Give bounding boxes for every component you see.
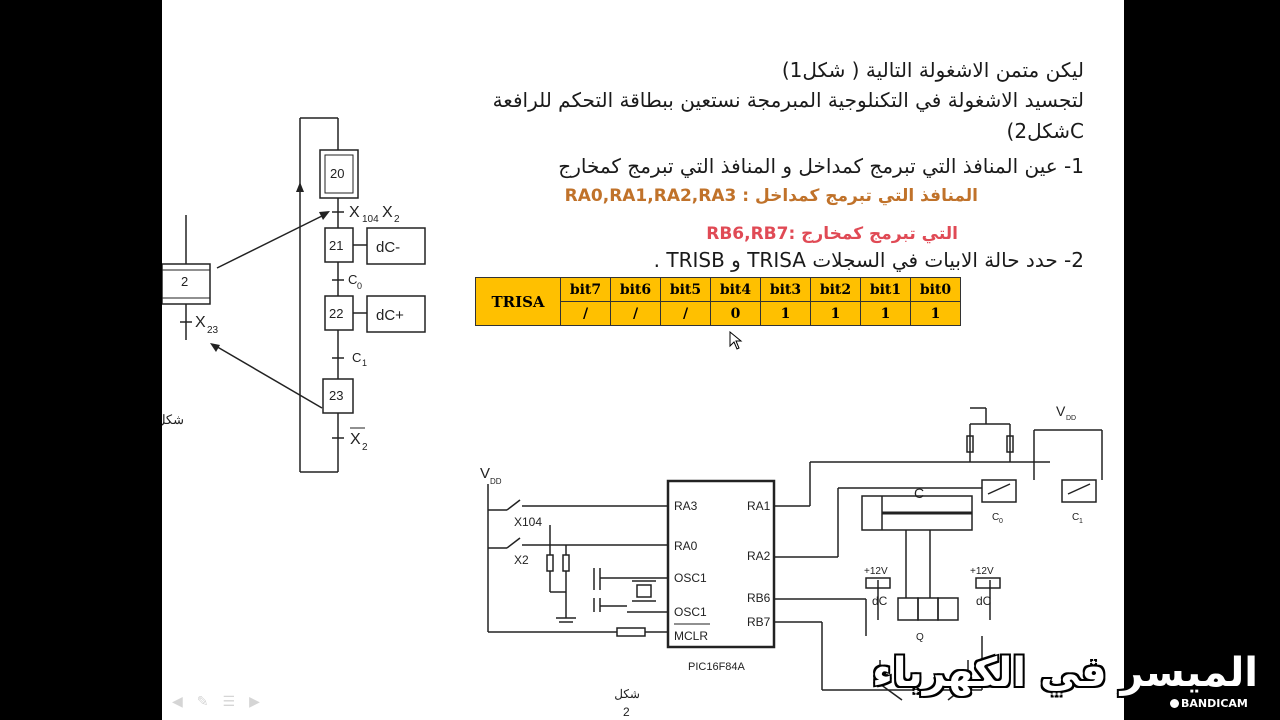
table-row: / / / 0 1 1 1 1 [476,301,961,326]
grafcet-diagram: 20 21 22 23 2 dC- dC+ X 104 X 2 C 0 C 1 … [162,117,426,473]
menu-icon[interactable]: ☰ [222,694,236,710]
bit-value: / [660,301,711,326]
bit-header: bit2 [810,277,861,302]
bit-header: bit5 [660,277,711,302]
pin-rb6: RB6 [747,591,771,605]
arrow-left-icon[interactable]: ◀ [172,694,183,710]
c1-sub: 1 [1079,518,1083,525]
bit-header: bit4 [710,277,761,302]
pin-mclr: MCLR [674,629,708,643]
trans-x2bar-sub: 2 [362,442,368,453]
question-1: 1- عين المنافذ التي تبرمج كمداخل و المنا… [558,154,1084,178]
x2-label: X2 [514,553,529,567]
figure-1-label: شكل1 [162,412,184,427]
plus12v-left: +12V [864,566,888,577]
step-22: 22 [329,306,343,321]
circuit-diagram: V DD X104 X2 RA3 RA0 OSC1 OSC1 MCLR RA1 … [480,403,1103,719]
pin-ra0: RA0 [674,539,698,553]
pin-osc1-a: OSC1 [674,571,707,585]
bit-header: bit3 [760,277,811,302]
bit-value: / [560,301,611,326]
plus12v-right: +12V [970,566,994,577]
step-23: 23 [329,388,343,403]
trans-x23-sub: 23 [207,325,219,336]
vdd-right-label: V [1056,403,1066,419]
coil-dc-plus: dC [976,594,992,608]
vdd-right-sub: DD [1066,415,1076,422]
x104-label: X104 [514,515,542,529]
vdd-sub: DD [490,477,502,486]
figure-2-label: شكل [614,687,640,701]
trans-x2bar-label: X [350,431,361,448]
bit-header: bit1 [860,277,911,302]
watermark-text: الميسر في الكهرباء [872,650,1258,696]
coil-dc-minus: dC [872,594,888,608]
trisa-table: TRISA bit7 bit6 bit5 bit4 bit3 bit2 bit1… [475,277,961,326]
trans-x104-label: X [349,204,360,221]
slide-toolbar: ◀ ✎ ☰ ▶ [172,694,260,710]
cylinder-label: C [914,485,924,501]
c0-label: C [992,512,999,523]
bandicam-text: BANDICAM [1181,697,1248,710]
chip-name: PIC16F84A [688,661,746,673]
intro-line-3: Cشكل2) [1006,119,1084,143]
trans-c1-sub: 1 [362,358,367,368]
bit-value: 1 [810,301,861,326]
pin-ra1: RA1 [747,499,771,513]
intro-line-2: لتجسيد الاشغولة في التكنلوجية المبرمجة ن… [492,88,1084,112]
pin-osc1-b: OSC1 [674,605,707,619]
mouse-cursor-icon [729,331,743,350]
action-dc-plus: dC+ [376,307,404,324]
pin-rb7: RB7 [747,615,771,629]
slide-canvas: ليكن متمن الاشغولة التالية ( شكل1) لتجسي… [162,0,1124,720]
question-2: 2- حدد حالة الابيات في السجلات TRISA و T… [653,248,1084,272]
bit-header: bit6 [610,277,661,302]
trans-c1-label: C [352,350,361,365]
bit-value: 0 [710,301,761,326]
valve-q: Q [916,632,924,643]
step-21: 21 [329,238,343,253]
bit-value: 1 [860,301,911,326]
trisa-label: TRISA [475,277,561,326]
bit-value: / [610,301,661,326]
action-dc-minus: dC- [376,239,400,256]
bit-value: 1 [910,301,961,326]
table-row: TRISA bit7 bit6 bit5 bit4 bit3 bit2 bit1… [475,277,961,326]
trans-c0-label: C [348,272,357,287]
vdd-label: V [480,465,490,482]
c1-label: C [1072,512,1079,523]
bandicam-logo: BANDICAM [1170,697,1248,710]
trans-c0-sub: 0 [357,281,362,291]
intro-line-1: ليكن متمن الاشغولة التالية ( شكل1) [781,58,1084,82]
macro-step-2: 2 [181,274,188,289]
pin-ra3: RA3 [674,499,698,513]
trans-x2-label: X [382,204,393,221]
bit-value: 1 [760,301,811,326]
step-20: 20 [330,166,344,181]
trans-x2-sub: 2 [394,214,400,225]
pin-ra2: RA2 [747,549,771,563]
answer-outputs: التي تبرمج كمخارج :RB6,RB7 [706,224,958,244]
trans-x23-label: X [195,314,206,331]
arrow-right-icon[interactable]: ▶ [249,694,260,710]
trans-x104-sub: 104 [362,214,379,225]
figure-2-num: 2 [623,705,630,719]
answer-inputs: المنافذ التي تبرمج كمداخل : RA0,RA1,RA2,… [564,186,978,206]
record-icon [1170,699,1179,708]
c0-sub: 0 [999,518,1003,525]
pen-icon[interactable]: ✎ [196,694,209,710]
